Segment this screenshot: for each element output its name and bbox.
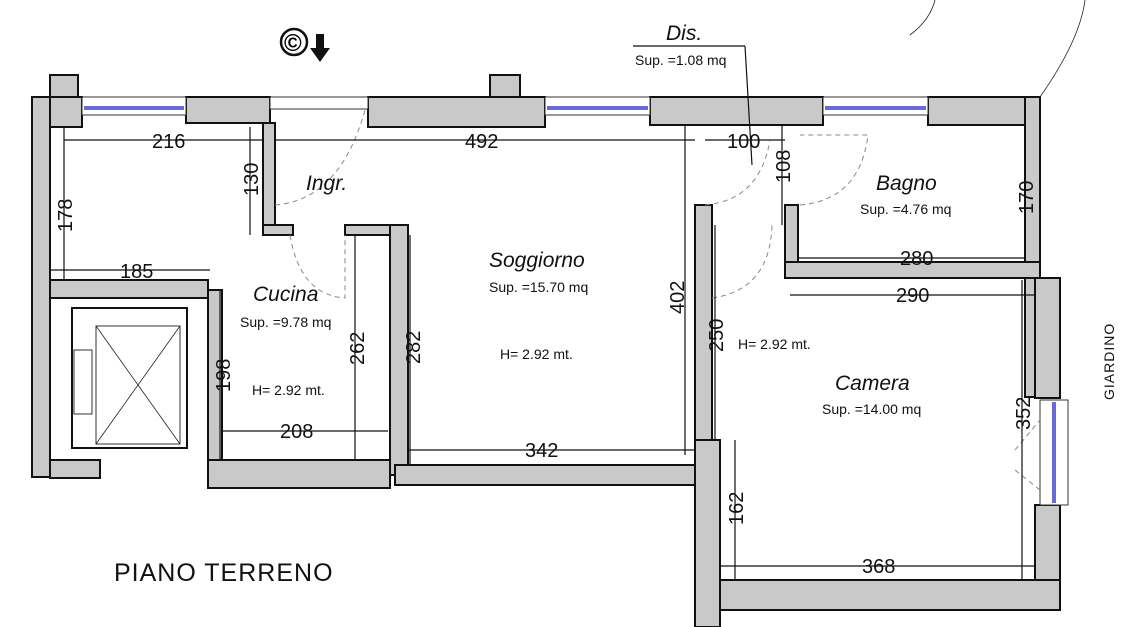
room-ingresso-name: Ingr.: [306, 172, 347, 195]
arrow-down-icon: [310, 34, 330, 62]
room-bagno-area: Sup. =4.76 mq: [860, 201, 951, 217]
plan-title: PIANO TERRENO: [114, 559, 334, 587]
room-camera-name: Camera: [835, 372, 910, 395]
room-camera-area: Sup. =14.00 mq: [822, 401, 921, 417]
garden-label: GIARDINO: [1101, 323, 1117, 400]
dim-185: 185: [120, 261, 153, 283]
dim-130: 130: [241, 163, 263, 196]
dim-100: 100: [727, 131, 760, 153]
dim-178: 178: [55, 199, 77, 232]
dim-250: 250: [706, 319, 728, 352]
dim-342: 342: [525, 440, 558, 462]
dim-282: 282: [403, 331, 425, 364]
door-swings: [274, 109, 1041, 491]
room-cucina-name: Cucina: [253, 283, 318, 306]
room-soggiorno-height: H= 2.92 mt.: [500, 346, 573, 362]
dim-208: 208: [280, 421, 313, 443]
windows: [81, 96, 1069, 506]
dim-290: 290: [896, 285, 929, 307]
dim-280: 280: [900, 248, 933, 270]
dim-108: 108: [773, 150, 795, 183]
walls: [31, 74, 1061, 627]
dimension-labels: 216 492 100 185 208 342 280 290 368 130 …: [55, 131, 1038, 578]
room-labels: Ingr. Cucina Sup. =9.78 mq H= 2.92 mt. S…: [240, 22, 951, 417]
room-soggiorno-name: Soggiorno: [489, 249, 585, 272]
copyright-circle: [279, 27, 309, 57]
garden-curve: [909, 0, 936, 36]
dim-402: 402: [667, 281, 689, 314]
room-cucina-area: Sup. =9.78 mq: [240, 314, 331, 330]
entrance-marker: ©: [279, 27, 330, 62]
elevator: [71, 307, 188, 449]
room-bagno-name: Bagno: [876, 172, 937, 195]
dim-216: 216: [152, 131, 185, 153]
dim-368: 368: [862, 556, 895, 578]
dim-352: 352: [1013, 397, 1035, 430]
dim-492: 492: [465, 131, 498, 153]
garden-curve: [1039, 0, 1086, 98]
dim-162: 162: [726, 492, 748, 525]
dim-198: 198: [213, 359, 235, 392]
dim-170: 170: [1016, 181, 1038, 214]
dim-262: 262: [347, 332, 369, 365]
room-dis-name: Dis.: [666, 22, 702, 45]
dimension-lines: [50, 45, 1035, 580]
room-soggiorno-area: Sup. =15.70 mq: [489, 279, 588, 295]
room-dis-area: Sup. =1.08 mq: [635, 52, 726, 68]
room-cucina-height: H= 2.92 mt.: [252, 382, 325, 398]
room-camera-height: H= 2.92 mt.: [738, 336, 811, 352]
copyright-symbol: ©: [284, 30, 302, 57]
